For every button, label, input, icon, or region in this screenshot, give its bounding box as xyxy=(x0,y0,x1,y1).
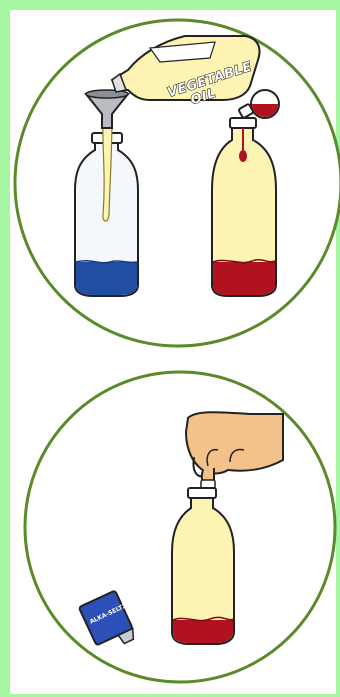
red-drop xyxy=(239,150,247,162)
bottom-red-water xyxy=(173,620,233,643)
red-water xyxy=(213,262,275,295)
blue-water xyxy=(76,262,137,295)
